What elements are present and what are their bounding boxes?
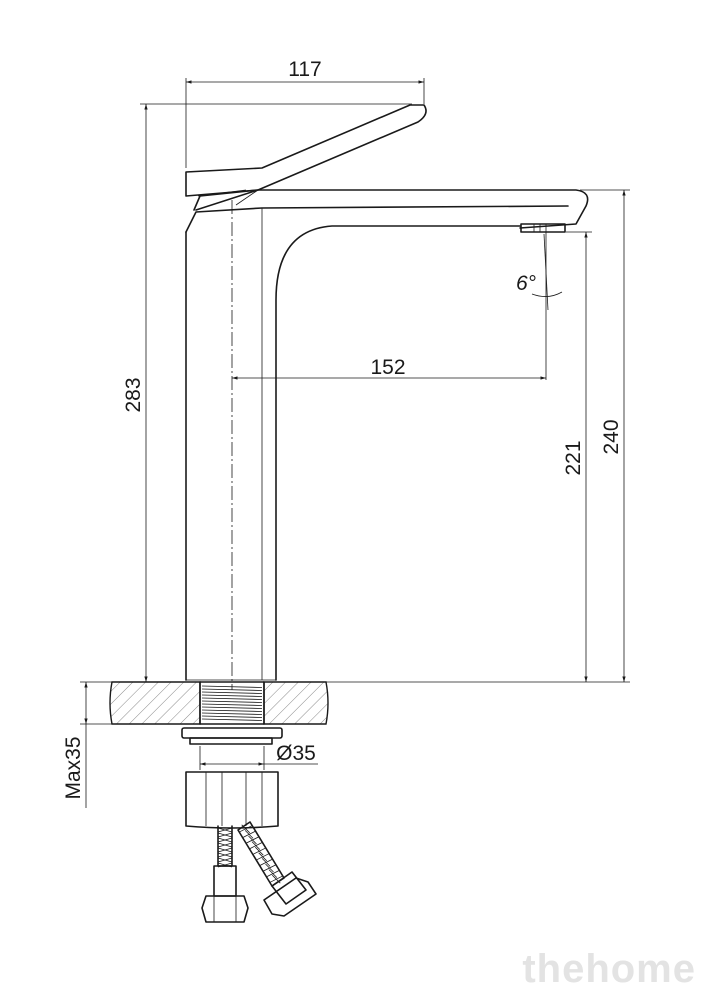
dim-angle-label: 6° [516,272,536,295]
dim-283-label: 283 [122,377,145,412]
dim-152-label: 152 [370,356,405,379]
dimension-117: 117 [185,58,425,168]
dim-diameter-label: Ø35 [276,742,316,765]
dim-117-label: 117 [288,58,321,81]
watermark: thehome [522,947,696,991]
faucet-body [185,104,589,690]
supply-hoses [201,821,317,923]
countertop-section [109,681,329,725]
dim-221-label: 221 [562,440,585,475]
dimension-221: 221 [562,231,592,682]
dimension-283: 283 [122,103,412,683]
dim-max-label: Max35 [62,736,85,799]
dimension-diameter: Ø35 [199,742,318,770]
dimension-240: 240 [326,189,630,683]
dimension-angle: 6° [516,233,563,311]
dimension-152: 152 [232,232,547,380]
dim-240-label: 240 [600,419,623,454]
threaded-shank [181,681,283,829]
dimension-max: Max35 [62,681,112,808]
